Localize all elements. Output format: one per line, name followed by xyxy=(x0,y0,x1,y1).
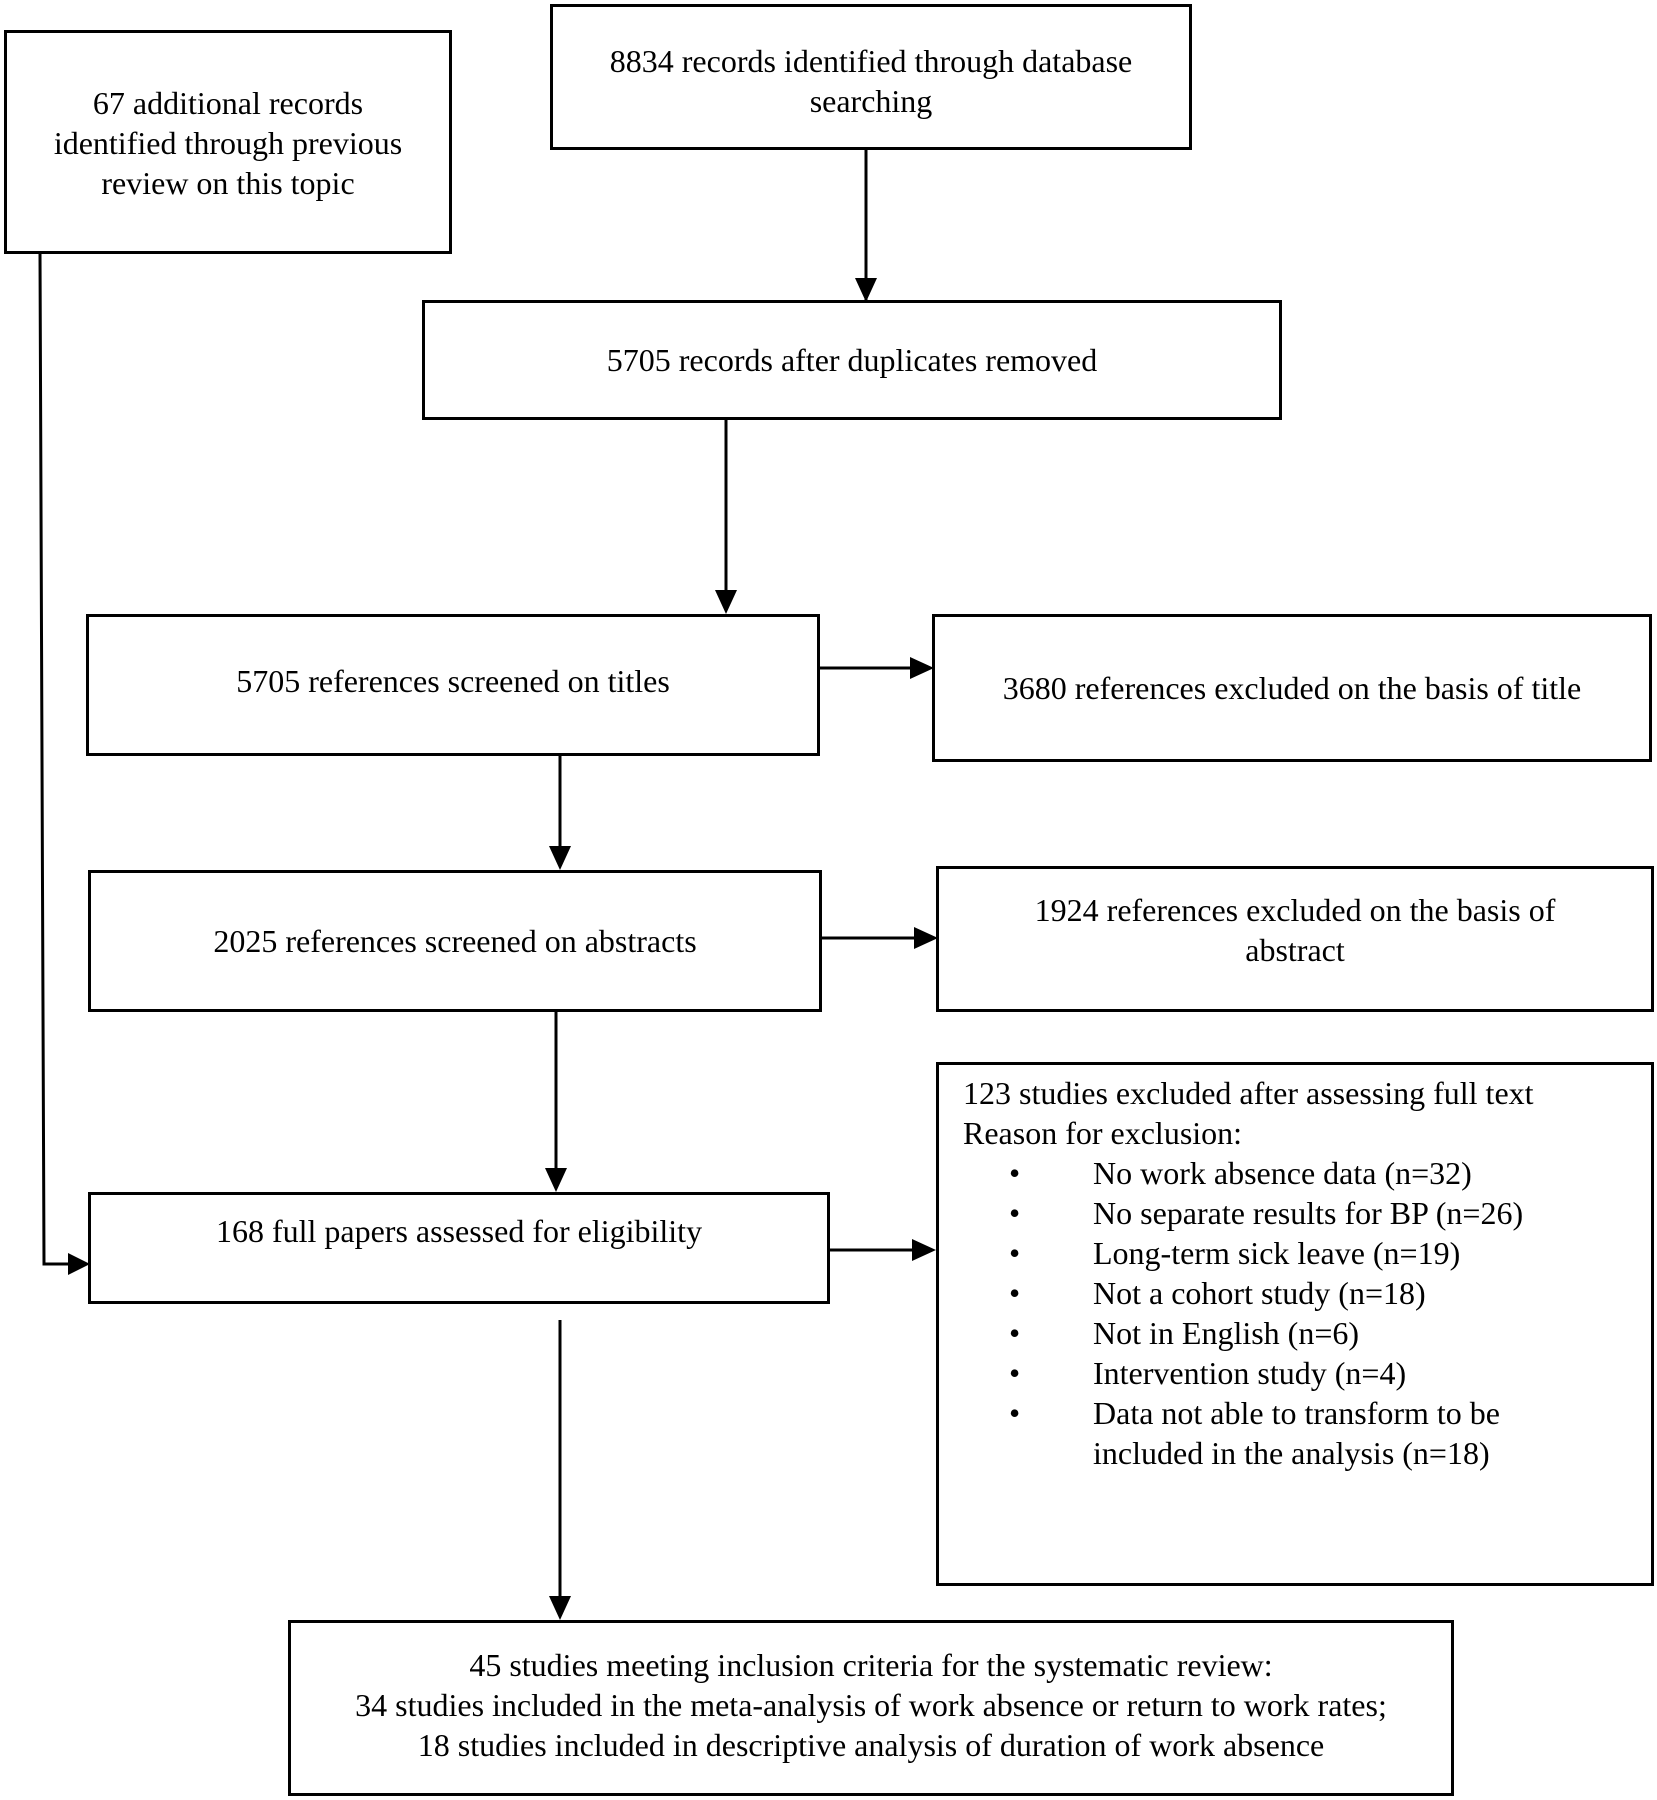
additional-records-line-1: 67 additional records xyxy=(92,85,364,121)
arrow-abstracts-to-full-papers-head xyxy=(545,1168,567,1192)
arrow-full-papers-to-excluded-full-text-head xyxy=(912,1239,936,1261)
excluded-abstract-box: 1924 references excluded on the basis of… xyxy=(936,866,1654,1012)
arrow-titles-to-excluded-title-head xyxy=(910,657,934,679)
arrow-additional-to-full-papers-head xyxy=(68,1253,90,1275)
included-line-3: 18 studies included in descriptive analy… xyxy=(417,1727,1325,1763)
screened-abstracts-text: 2025 references screened on abstracts xyxy=(213,923,697,959)
exclusion-reason: No work absence data (n=32) xyxy=(1009,1153,1523,1193)
after-duplicates-text: 5705 records after duplicates removed xyxy=(606,342,1098,378)
additional-records-line-2: identified through previous xyxy=(53,125,403,161)
after-duplicates-box: 5705 records after duplicates removed xyxy=(422,300,1282,420)
excluded-full-text-subheading: Reason for exclusion: xyxy=(963,1115,1243,1151)
arrow-duplicates-to-titles-head xyxy=(715,590,737,614)
full-papers-text: 168 full papers assessed for eligibility xyxy=(215,1213,703,1249)
arrow-full-papers-to-included-head xyxy=(549,1596,571,1620)
exclusion-reason: Not in English (n=6) xyxy=(1009,1313,1523,1353)
excluded-abstract-line-2: abstract xyxy=(1245,932,1345,968)
arrow-abstracts-to-excluded-abstract-head xyxy=(914,927,938,949)
excluded-full-text-heading: 123 studies excluded after assessing ful… xyxy=(963,1075,1534,1111)
exclusion-reason-line-2: included in the analysis (n=18) xyxy=(1093,1435,1490,1471)
exclusion-reasons-list: No work absence data (n=32) No separate … xyxy=(963,1153,1523,1473)
included-studies-box: 45 studies meeting inclusion criteria fo… xyxy=(288,1620,1454,1796)
exclusion-reason: Long-term sick leave (n=19) xyxy=(1009,1233,1523,1273)
excluded-full-text-box: 123 studies excluded after assessing ful… xyxy=(936,1062,1654,1586)
included-line-1: 45 studies meeting inclusion criteria fo… xyxy=(469,1647,1273,1683)
excluded-abstract-line-1: 1924 references excluded on the basis of xyxy=(1034,892,1556,928)
excluded-title-box: 3680 references excluded on the basis of… xyxy=(932,614,1652,762)
additional-records-line-3: review on this topic xyxy=(101,165,355,201)
exclusion-reason: No separate results for BP (n=26) xyxy=(1009,1193,1523,1233)
exclusion-reason-data-transform: Data not able to transform to be include… xyxy=(1009,1393,1523,1473)
excluded-title-text: 3680 references excluded on the basis of… xyxy=(1002,670,1582,706)
additional-records-box: 67 additional records identified through… xyxy=(4,30,452,254)
screened-titles-box: 5705 references screened on titles xyxy=(86,614,820,756)
database-records-line-1: 8834 records identified through database xyxy=(609,43,1133,79)
screened-titles-text: 5705 references screened on titles xyxy=(236,663,670,699)
screened-abstracts-box: 2025 references screened on abstracts xyxy=(88,870,822,1012)
database-records-line-2: searching xyxy=(809,83,933,119)
arrow-additional-to-full-papers xyxy=(38,253,82,1266)
arrow-titles-to-abstracts-head xyxy=(549,846,571,870)
included-line-2: 34 studies included in the meta-analysis… xyxy=(355,1687,1387,1723)
arrow-database-to-duplicates-head xyxy=(855,278,877,302)
database-records-box: 8834 records identified through database… xyxy=(550,4,1192,150)
exclusion-reason: Not a cohort study (n=18) xyxy=(1009,1273,1523,1313)
exclusion-reason: Intervention study (n=4) xyxy=(1009,1353,1523,1393)
exclusion-reason-line-1: Data not able to transform to be xyxy=(1093,1395,1500,1431)
full-papers-box: 168 full papers assessed for eligibility xyxy=(88,1192,830,1304)
